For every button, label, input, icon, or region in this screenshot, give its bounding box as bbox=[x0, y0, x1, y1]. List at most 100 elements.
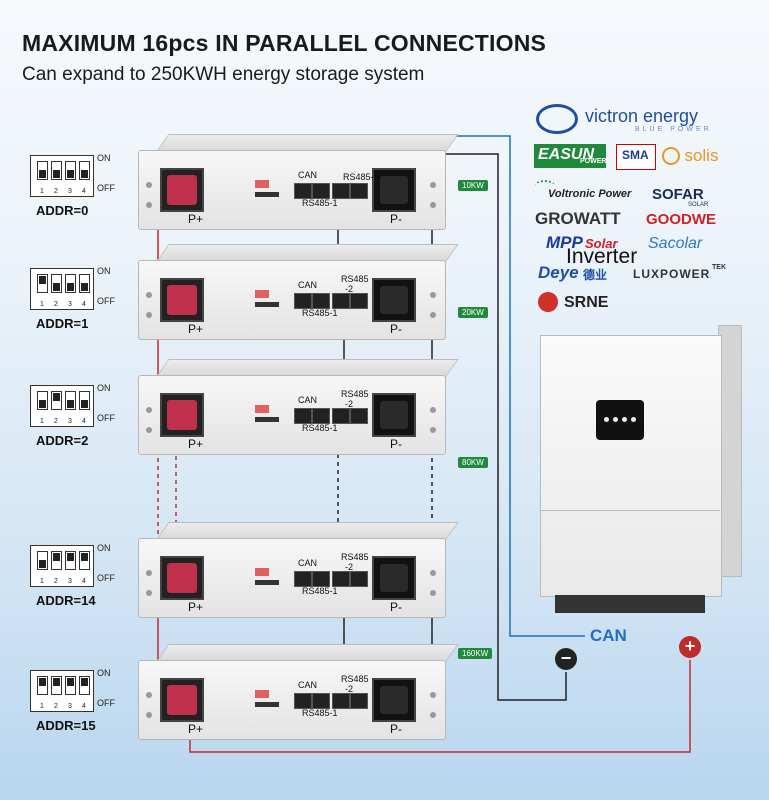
dip-switch-knob bbox=[67, 553, 74, 561]
dip-switch-number: 3 bbox=[68, 578, 72, 585]
screw-icon bbox=[430, 182, 436, 188]
dip-switch-number: 4 bbox=[82, 418, 86, 425]
pplus-terminal bbox=[160, 168, 204, 212]
dip-off-label: OFF bbox=[97, 698, 115, 708]
dip-switch-number: 1 bbox=[40, 301, 44, 308]
can-port-label: CAN bbox=[298, 395, 318, 405]
pminus-connector-icon bbox=[380, 564, 408, 592]
screw-icon bbox=[146, 590, 152, 596]
dip-on-label: ON bbox=[97, 383, 111, 393]
pplus-label: P+ bbox=[188, 600, 204, 614]
dip-switch-number: 3 bbox=[68, 703, 72, 710]
dip-switch-number: 4 bbox=[82, 188, 86, 195]
screw-icon bbox=[146, 427, 152, 433]
dip-switch-number: 4 bbox=[82, 578, 86, 585]
screw-icon bbox=[146, 692, 152, 698]
rs485-1-label: RS485-1 bbox=[302, 586, 338, 596]
deye-logo: Deye bbox=[538, 263, 579, 282]
dip-switch-knob bbox=[53, 678, 60, 686]
dip-switch-knob bbox=[67, 400, 74, 408]
pplus-label: P+ bbox=[188, 722, 204, 736]
screw-icon bbox=[430, 692, 436, 698]
dip-switch-toggle bbox=[79, 161, 90, 180]
pminus-terminal bbox=[372, 556, 416, 600]
screw-icon bbox=[430, 407, 436, 413]
pminus-terminal bbox=[372, 678, 416, 722]
dip-switch-number: 3 bbox=[68, 301, 72, 308]
module-dip-icon bbox=[255, 568, 269, 576]
module-leds-icon bbox=[255, 302, 279, 307]
pminus-connector-icon bbox=[380, 401, 408, 429]
page-title: MAXIMUM 16pcs IN PARALLEL CONNECTIONS bbox=[22, 30, 547, 56]
srne-icon bbox=[538, 292, 558, 312]
addr-label: ADDR=15 bbox=[36, 718, 96, 733]
dip-switch-toggle bbox=[65, 391, 76, 410]
easun-sub: POWER bbox=[580, 158, 607, 165]
pplus-terminal bbox=[160, 393, 204, 437]
capacity-badge: 80KW bbox=[458, 457, 488, 468]
dip-switch-knob bbox=[53, 553, 60, 561]
module-dip-icon bbox=[255, 290, 269, 298]
dip-switch-number: 1 bbox=[40, 703, 44, 710]
dip-off-label: OFF bbox=[97, 183, 115, 193]
pplus-label: P+ bbox=[188, 322, 204, 336]
dip-switch-number: 2 bbox=[54, 418, 58, 425]
module-leds-icon bbox=[255, 580, 279, 585]
dip-switch-number: 4 bbox=[82, 703, 86, 710]
mpp-solar: Solar bbox=[585, 236, 618, 251]
page-subtitle: Can expand to 250KWH energy storage syst… bbox=[22, 64, 425, 85]
port-icon bbox=[312, 408, 330, 424]
dip-on-label: ON bbox=[97, 153, 111, 163]
screw-icon bbox=[430, 712, 436, 718]
port-icon bbox=[332, 571, 350, 587]
pplus-connector-icon bbox=[167, 285, 197, 315]
can-port-label: CAN bbox=[298, 680, 318, 690]
can-port-label: CAN bbox=[298, 170, 318, 180]
dip-on-label: ON bbox=[97, 668, 111, 678]
mpp-logo: MPP bbox=[546, 233, 583, 252]
dip-switch-knob bbox=[67, 283, 74, 291]
screw-icon bbox=[146, 570, 152, 576]
dip-switch-toggle bbox=[37, 551, 48, 570]
dip-switch-toggle bbox=[37, 391, 48, 410]
module-dip-icon bbox=[255, 690, 269, 698]
victron-logo-icon bbox=[536, 104, 578, 134]
luxpower-logo: LUXPOWER bbox=[633, 267, 711, 281]
rs485-2-label: RS485-2 bbox=[343, 172, 379, 182]
pplus-connector-icon bbox=[167, 175, 197, 205]
addr-label: ADDR=14 bbox=[36, 593, 96, 608]
dip-switch-knob bbox=[39, 170, 46, 178]
solis-text: solis bbox=[684, 146, 719, 165]
port-icon bbox=[332, 408, 350, 424]
victron-logo: victron energy bbox=[585, 106, 699, 126]
screw-icon bbox=[430, 590, 436, 596]
dip-switch-number: 3 bbox=[68, 188, 72, 195]
module-dip-icon bbox=[255, 405, 269, 413]
dip-switch-knob bbox=[39, 560, 46, 568]
port-icon bbox=[332, 693, 350, 709]
pminus-connector-icon bbox=[380, 286, 408, 314]
pplus-connector-icon bbox=[167, 400, 197, 430]
rs485-2-top-label: RS485 bbox=[341, 674, 369, 684]
port-icon bbox=[332, 183, 350, 199]
dip-switch-number: 2 bbox=[54, 578, 58, 585]
rs485-1-label: RS485-1 bbox=[302, 423, 338, 433]
sma-text: SMA bbox=[622, 148, 649, 162]
screw-icon bbox=[430, 427, 436, 433]
dip-switch-number: 2 bbox=[54, 188, 58, 195]
dip-switch-knob bbox=[39, 678, 46, 686]
easun-logo: EASUN POWER bbox=[534, 144, 606, 168]
dip-switch-toggle bbox=[51, 391, 62, 410]
dip-switch-knob bbox=[81, 553, 88, 561]
screw-icon bbox=[430, 202, 436, 208]
dip-off-label: OFF bbox=[97, 296, 115, 306]
port-icon bbox=[312, 693, 330, 709]
inverter-led-3 bbox=[622, 417, 627, 422]
module-leds-icon bbox=[255, 702, 279, 707]
positive-terminal-icon: + bbox=[679, 636, 701, 658]
rs485-1-label: RS485-1 bbox=[302, 308, 338, 318]
dip-switch-knob bbox=[39, 276, 46, 284]
screw-icon bbox=[430, 312, 436, 318]
